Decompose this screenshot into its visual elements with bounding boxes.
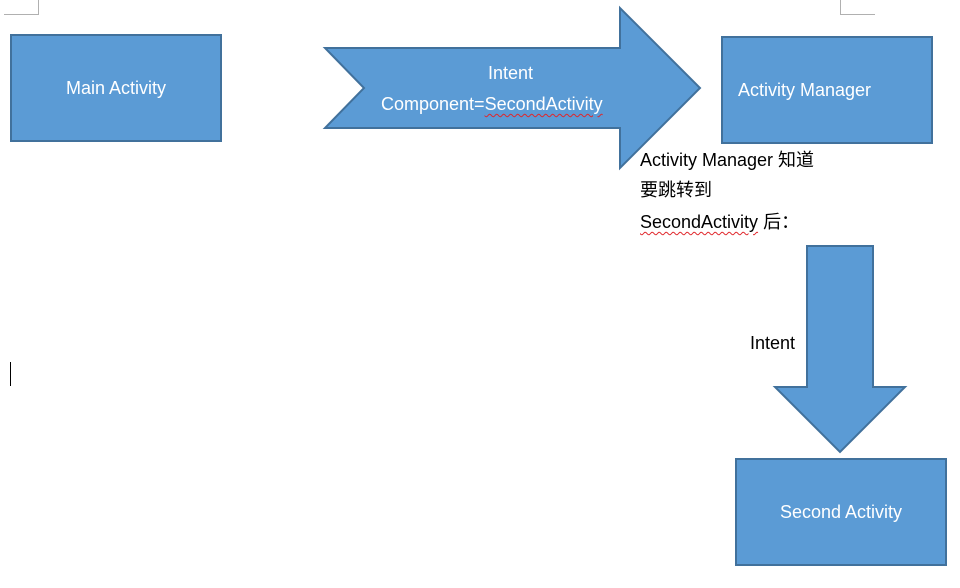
note-target: SecondActivity — [640, 212, 759, 232]
intent-arrow-right[interactable] — [322, 5, 702, 171]
note-suffix: 后： — [758, 212, 800, 232]
down-arrow-label: Intent — [750, 333, 796, 353]
note-line-2: 要跳转到 — [640, 180, 712, 200]
activity-manager-box[interactable]: Activity Manager — [721, 36, 933, 144]
main-activity-label: Main Activity — [65, 77, 167, 98]
note-line-3: SecondActivity 后： — [640, 208, 799, 234]
second-activity-label: Second Activity — [779, 501, 903, 522]
activity-manager-label: Activity Manager — [738, 79, 872, 100]
text-cursor — [10, 362, 11, 386]
component-target: SecondActivity — [484, 94, 603, 114]
component-prefix: Component= — [381, 94, 485, 114]
second-activity-box[interactable]: Second Activity — [735, 458, 947, 566]
page-corner-mark-left — [4, 0, 39, 15]
intent-arrow-component: Component=SecondActivity — [381, 94, 603, 115]
note-line-1: Activity Manager 知道 — [640, 150, 815, 170]
main-activity-box[interactable]: Main Activity — [10, 34, 222, 142]
intent-arrow-down[interactable] — [772, 245, 908, 454]
page-corner-mark-right — [840, 0, 875, 15]
intent-arrow-title: Intent — [488, 63, 534, 83]
